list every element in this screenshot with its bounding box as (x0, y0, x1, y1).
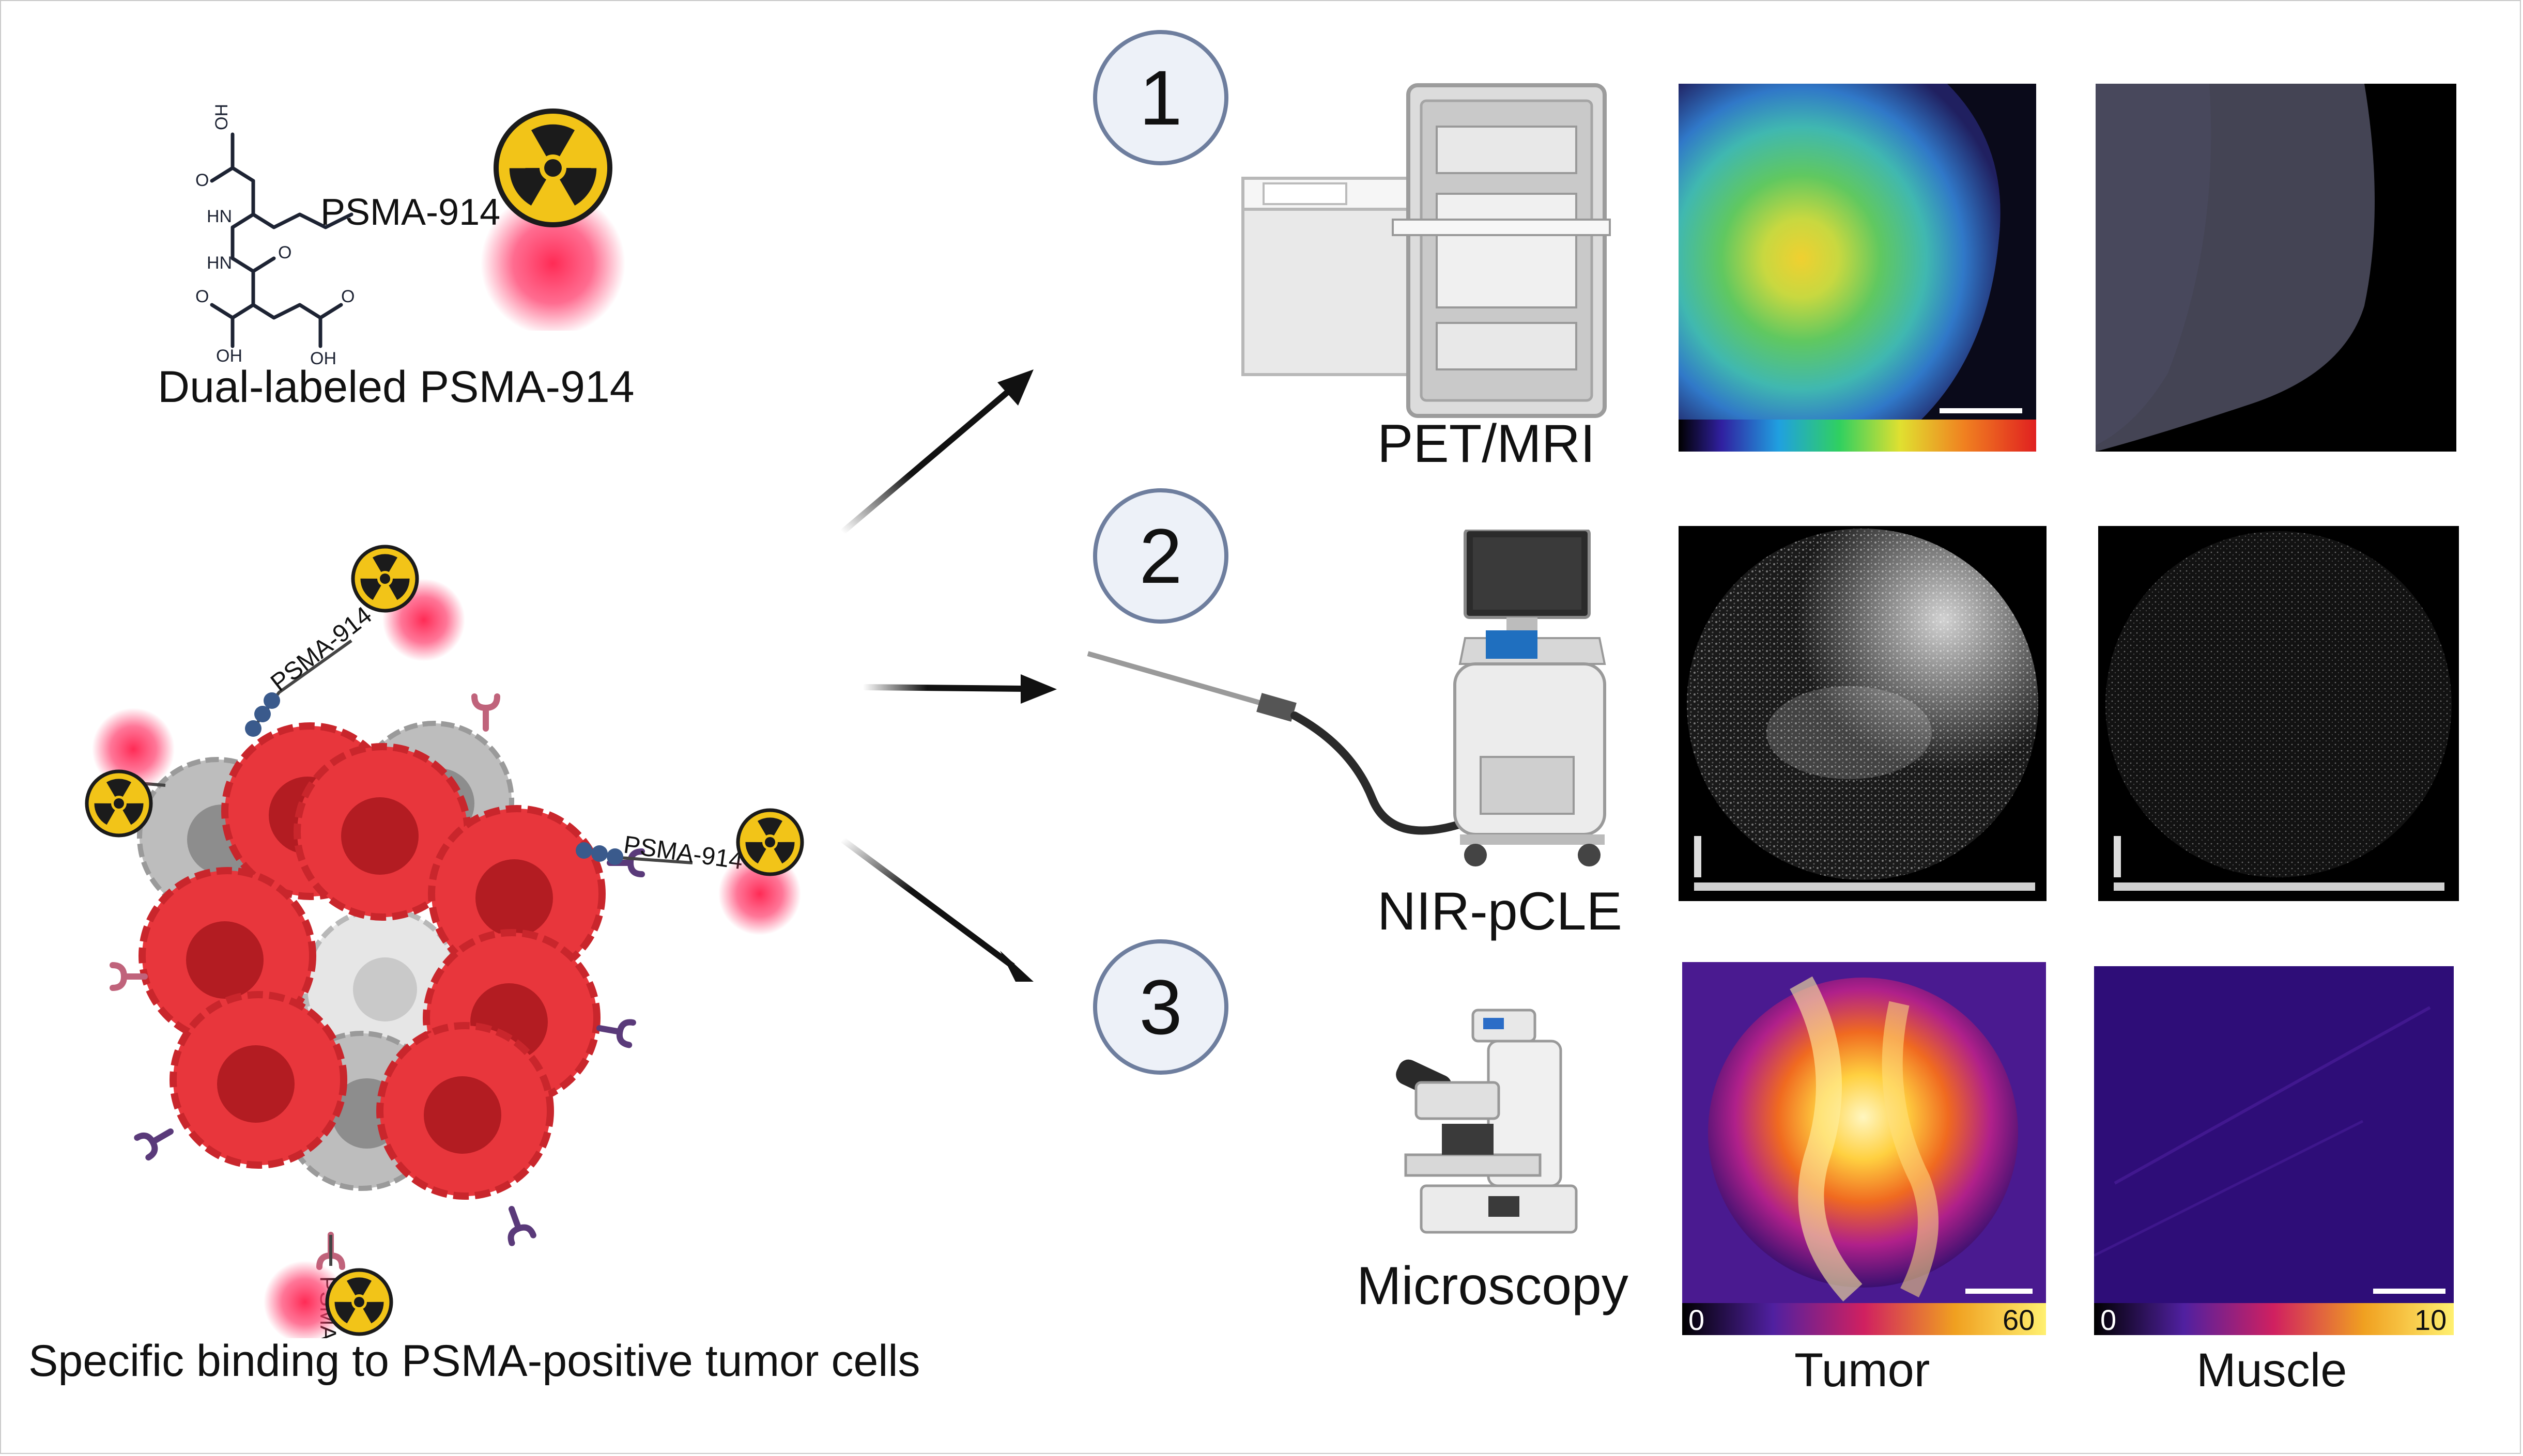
chem-label: HN (207, 207, 232, 226)
nir-pcle-tumor-image (1679, 526, 2047, 901)
fluorescence-glow-icon (92, 708, 175, 791)
column-label-tumor: Tumor (1794, 1344, 1930, 1397)
cell-cluster-caption: Specific binding to PSMA-positive tumor … (28, 1336, 920, 1386)
modality-label-microscopy: Microscopy (1357, 1256, 1628, 1316)
step-2-badge: 2 (1093, 488, 1228, 624)
arrow-icon (840, 837, 1034, 982)
modality-label-nir-pcle: NIR-pCLE (1377, 881, 1622, 941)
nir-pcle-muscle-image (2098, 526, 2459, 901)
pet-mri-scanner-icon (1241, 83, 1611, 418)
pet-mri-tumor-image (1679, 84, 2036, 452)
chem-label: O (195, 287, 209, 306)
chem-label: OH (216, 346, 242, 366)
step-number: 3 (1139, 963, 1182, 1050)
pet-mri-muscle-image (2096, 84, 2456, 452)
colorbar-max-label: 60 (2003, 1304, 2035, 1335)
chemical-structure: OH O HN HN O OH O O OH PSMA-914 (195, 104, 500, 368)
step-1-badge: 1 (1093, 30, 1228, 165)
microscopy-tumor-image: 0 60 (1682, 962, 2046, 1335)
modality-label-pet-mri: PET/MRI (1377, 414, 1595, 474)
cell-cluster-graphic: PSMA-914 PSMA-914 PSMA-914 (62, 522, 837, 1338)
step-3-badge: 3 (1093, 939, 1228, 1075)
chem-label: HN (207, 253, 232, 273)
endomicroscope-cart-icon (1087, 530, 1606, 866)
radiation-icon (494, 109, 612, 227)
microscopy-muscle-image: 0 10 (2094, 966, 2454, 1335)
step-number: 1 (1139, 54, 1182, 141)
chem-label: O (195, 171, 209, 190)
chem-label: OH (310, 349, 336, 368)
colorbar-min-label: 0 (1688, 1304, 1705, 1335)
probe-linker-label: PSMA-914 (320, 192, 500, 233)
chem-label: OH (212, 104, 232, 130)
chem-label: O (278, 243, 291, 262)
step-number: 2 (1139, 512, 1182, 599)
arrows (840, 369, 1057, 982)
arrow-icon (840, 369, 1034, 535)
ligand-label: PSMA-914 (266, 601, 377, 697)
microscope-icon (1396, 1009, 1578, 1234)
column-label-muscle: Muscle (2196, 1344, 2347, 1397)
ligand-label: PSMA-914 (622, 831, 744, 875)
radiation-icon (327, 1270, 391, 1334)
probe-title: Dual-labeled PSMA-914 (158, 362, 635, 412)
chem-label: O (341, 287, 355, 306)
fluorescence-glow-icon (264, 1261, 346, 1338)
arrow-icon (863, 674, 1057, 704)
probe-section: OH O HN HN O OH O O OH PSMA-914 (155, 103, 672, 393)
radiation-icon (738, 810, 802, 874)
probe-labels-graphic (481, 109, 625, 331)
colorbar-max-label: 10 (2414, 1304, 2447, 1335)
radiation-icon (353, 547, 417, 611)
fluorescence-glow-icon (481, 191, 625, 331)
colorbar-min-label: 0 (2100, 1304, 2117, 1335)
radiation-icon (87, 771, 151, 835)
